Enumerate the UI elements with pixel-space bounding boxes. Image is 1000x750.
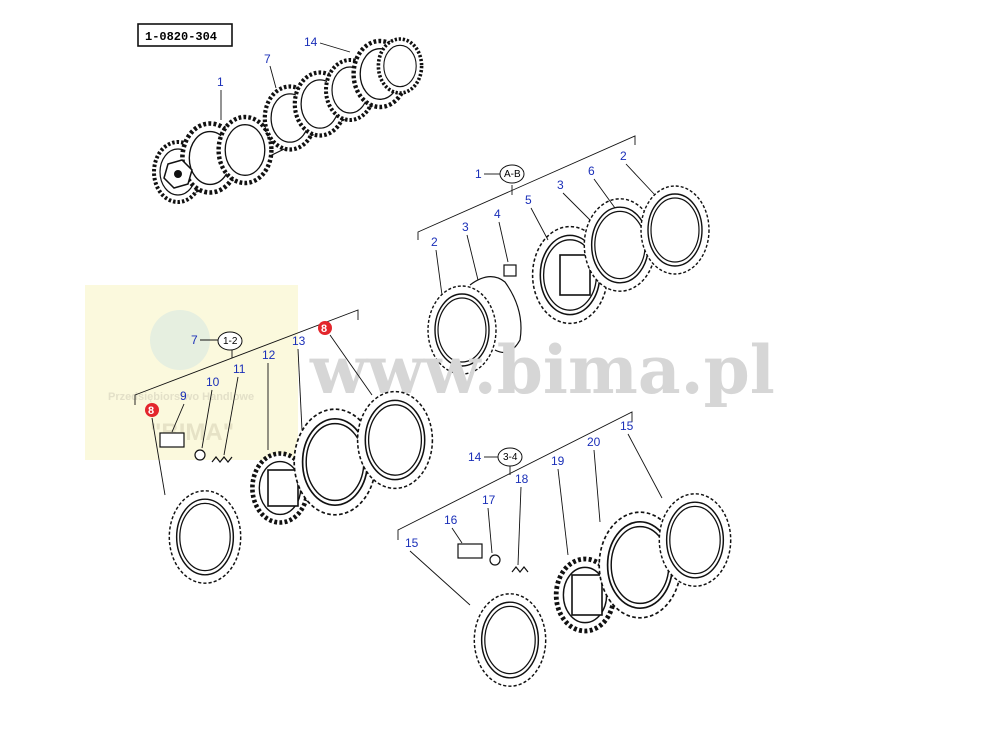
callout-3-4-18: 18 [515, 472, 529, 486]
reference-code-box: 1-0820-304 [137, 23, 233, 47]
callout-3-4-16: 16 [444, 513, 458, 527]
main-shaft-assembly [152, 37, 424, 204]
callout-1-2-10: 10 [206, 375, 220, 389]
callout-3-4-19: 19 [551, 454, 565, 468]
watermark-globe-icon [150, 310, 210, 370]
callout-a-b-4: 4 [494, 207, 501, 221]
callout-a-b-2-left: 2 [431, 235, 438, 249]
svg-text:8: 8 [148, 405, 154, 417]
group-1-2-part: 7 [191, 333, 198, 347]
callout-a-b-6: 6 [588, 164, 595, 178]
callout-3-4-17: 17 [482, 493, 496, 507]
group-3-4-label: 3-4 [503, 452, 518, 463]
callout-7: 7 [264, 52, 271, 66]
group-a-b-label: A-B [504, 169, 521, 180]
callout-14: 14 [304, 35, 318, 49]
reference-code: 1-0820-304 [145, 30, 217, 44]
callout-a-b-2-right: 2 [620, 149, 627, 163]
watermark-logo: Przedsiębiorstwo Handlowe "BIMA" [85, 285, 298, 460]
callout-3-4-15-left: 15 [405, 536, 419, 550]
callout-3-4-20: 20 [587, 435, 601, 449]
group-3-4-part: 14 [468, 450, 482, 464]
callout-1: 1 [217, 75, 224, 89]
callout-1-2-12: 12 [262, 348, 276, 362]
callout-1-2-13: 13 [292, 334, 306, 348]
callout-3-4-15-right: 15 [620, 419, 634, 433]
callout-1-2-9: 9 [180, 389, 187, 403]
svg-text:8: 8 [321, 323, 327, 335]
group-1-2: 7 1-2 8 9 10 11 12 13 8 [134, 309, 434, 584]
callout-a-b-3-left: 3 [462, 220, 469, 234]
group-1-2-label: 1-2 [223, 336, 238, 347]
callout-1-2-11: 11 [233, 362, 246, 376]
callout-a-b-3-right: 3 [557, 178, 564, 192]
callout-1-2-8-right: 8 [318, 321, 332, 335]
group-a-b: 1 A-B 2 3 4 5 3 6 2 [417, 135, 710, 375]
callout-a-b-5: 5 [525, 193, 532, 207]
group-a-b-part: 1 [475, 167, 482, 181]
callout-1-2-8-left: 8 [145, 403, 159, 417]
watermark-company: Przedsiębiorstwo Handlowe [108, 391, 254, 403]
group-3-4: 14 3-4 15 16 17 18 19 20 15 [397, 411, 732, 687]
